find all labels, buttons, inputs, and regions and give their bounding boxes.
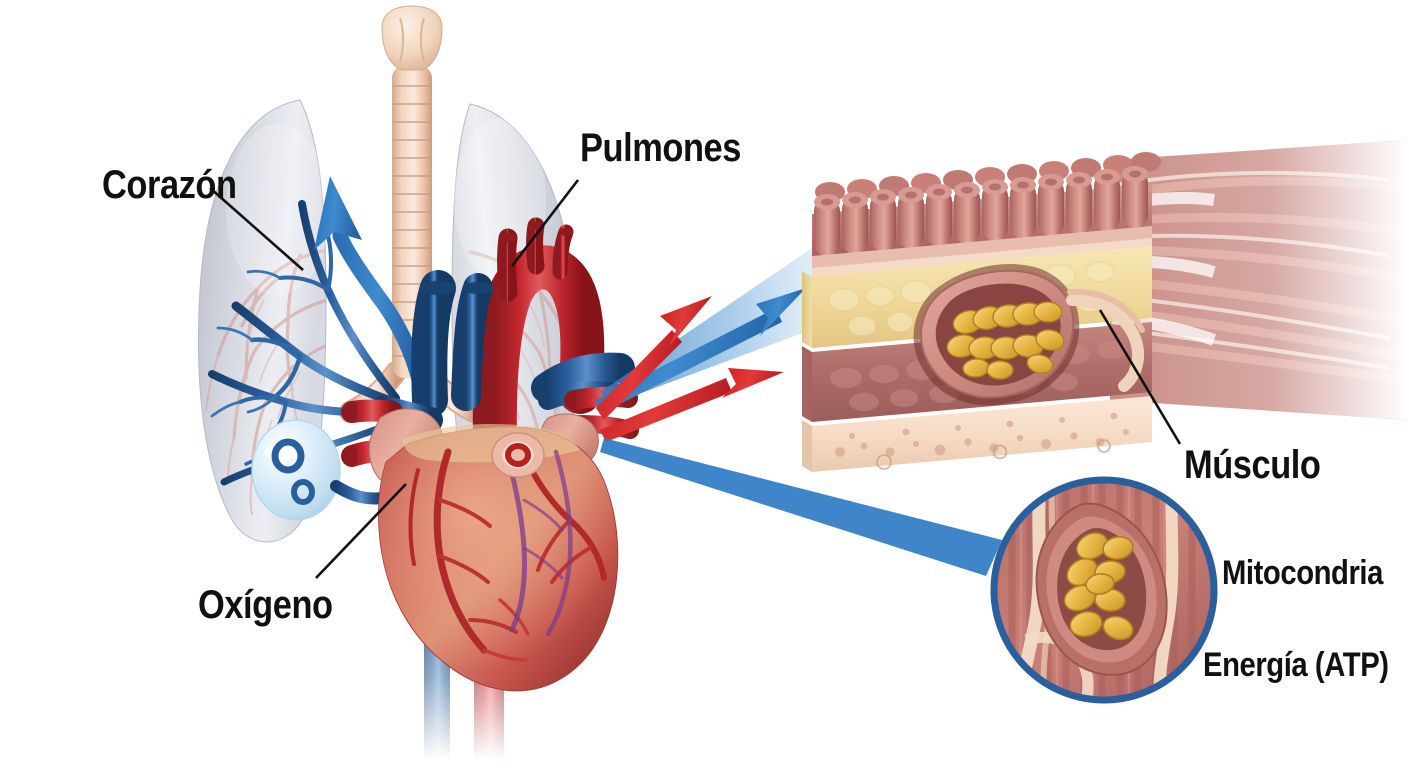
arrow-blue-to-muscle (756, 288, 806, 336)
heart (368, 408, 619, 692)
muscle-tissue-block (802, 140, 1408, 472)
muscle-fiber-top (812, 152, 1161, 278)
magnifier-cone-bottom (600, 438, 1002, 576)
leader-pulmones (510, 179, 580, 267)
label-pulmones: Pulmones (580, 126, 741, 170)
label-oxigeno: Oxígeno (198, 583, 333, 627)
arrow-red-upper (660, 296, 712, 348)
leader-oxigeno (315, 483, 407, 579)
mitochondrion-inset (990, 476, 1218, 704)
label-energia: Energía (ATP) (1203, 646, 1389, 684)
oxygen-bubble (251, 419, 388, 521)
leader-musculo (1098, 309, 1182, 445)
label-mitocondria: Mitocondria (1222, 554, 1383, 592)
label-corazon: Corazón (102, 163, 237, 207)
larynx (381, 5, 443, 71)
arrow-red-lower (722, 368, 784, 398)
flow-arrows (596, 236, 1002, 576)
capillary-cross-section (913, 264, 1145, 406)
label-musculo: Músculo (1184, 443, 1321, 487)
mitochondrion (946, 301, 1065, 380)
bone-layer (802, 396, 1152, 472)
leader-corazon (209, 187, 304, 271)
cardiopulmonary-group (197, 5, 639, 760)
coronary-ostium (491, 432, 545, 478)
